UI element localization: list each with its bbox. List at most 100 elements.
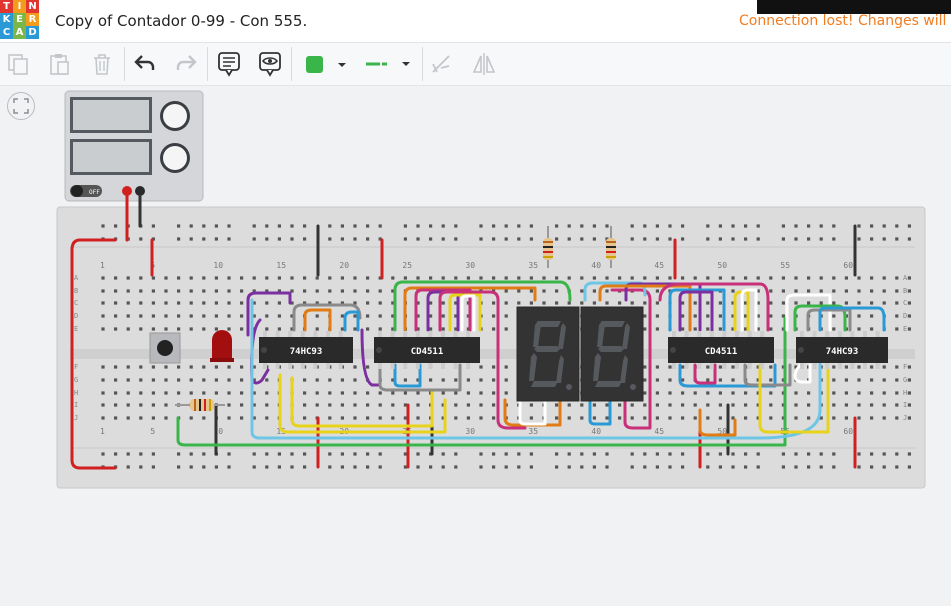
ic-chip[interactable]: 74HC93 xyxy=(259,331,353,369)
row-label: H xyxy=(74,389,78,397)
undo-button[interactable] xyxy=(132,49,158,79)
column-label: 60 xyxy=(843,427,853,436)
notes-button[interactable] xyxy=(216,49,242,79)
wire[interactable] xyxy=(693,363,717,385)
ic-label: CD4511 xyxy=(411,347,444,357)
wire[interactable] xyxy=(426,290,460,332)
column-label: 50 xyxy=(717,427,727,436)
wire[interactable] xyxy=(378,363,462,392)
redo-button[interactable] xyxy=(173,49,199,79)
column-label: 35 xyxy=(528,427,538,436)
wire[interactable] xyxy=(678,290,714,332)
wire-color-picker[interactable] xyxy=(300,49,352,79)
row-label: H xyxy=(903,389,907,397)
negative-terminal[interactable] xyxy=(135,186,145,196)
wire[interactable] xyxy=(438,290,527,430)
wire[interactable] xyxy=(668,288,726,332)
wire[interactable] xyxy=(70,238,117,470)
wire[interactable] xyxy=(176,316,787,447)
wire[interactable] xyxy=(658,282,770,332)
resistor[interactable] xyxy=(175,399,225,411)
ic-chip[interactable]: CD4511 xyxy=(668,331,774,369)
wire[interactable] xyxy=(414,288,472,332)
wire[interactable] xyxy=(303,308,332,332)
fit-view-button[interactable] xyxy=(7,92,35,120)
wire[interactable] xyxy=(290,376,434,428)
wire[interactable] xyxy=(503,398,562,427)
wire[interactable] xyxy=(806,308,852,332)
wire[interactable] xyxy=(393,280,572,332)
column-label: 30 xyxy=(465,261,475,270)
ic-chip[interactable]: 74HC93 xyxy=(796,331,888,369)
toolbar-separator xyxy=(291,47,292,81)
redo-icon xyxy=(176,55,197,70)
wires[interactable] xyxy=(70,194,886,470)
segment xyxy=(529,353,537,381)
wire[interactable] xyxy=(246,291,292,337)
row-label: G xyxy=(74,376,78,384)
wire[interactable] xyxy=(785,293,832,332)
ic-chip[interactable]: CD4511 xyxy=(374,331,480,369)
notes-visibility-button[interactable] xyxy=(257,49,283,79)
seven-segment-display[interactable] xyxy=(516,306,580,402)
toolbar xyxy=(0,43,951,86)
segment xyxy=(601,321,625,327)
led-red[interactable] xyxy=(210,330,234,362)
column-label: 45 xyxy=(654,261,664,270)
positive-terminal[interactable] xyxy=(122,186,132,196)
row-label: B xyxy=(74,287,78,295)
wire[interactable] xyxy=(460,294,476,332)
push-button[interactable] xyxy=(149,332,181,364)
column-label: 60 xyxy=(843,261,853,270)
flip-button[interactable] xyxy=(470,49,498,79)
segment xyxy=(533,321,541,347)
rotate-button[interactable] xyxy=(428,49,454,79)
tinkercad-logo[interactable]: T I N K E R C A D xyxy=(0,0,39,40)
wire-type-picker[interactable] xyxy=(362,49,420,79)
wire[interactable] xyxy=(733,290,750,332)
wire[interactable] xyxy=(743,363,792,387)
paste-button[interactable] xyxy=(47,49,73,79)
segment xyxy=(595,381,622,387)
row-label: J xyxy=(903,414,907,422)
row-label: F xyxy=(903,363,907,371)
column-label: 1 xyxy=(100,261,105,270)
delete-button[interactable] xyxy=(89,49,115,79)
row-label: F xyxy=(74,363,78,371)
power-supply[interactable]: OFF xyxy=(64,90,204,202)
wire[interactable] xyxy=(740,288,758,332)
wire[interactable] xyxy=(698,408,737,437)
column-label: 40 xyxy=(591,261,601,270)
wire[interactable] xyxy=(448,293,482,332)
switch-label: OFF xyxy=(89,189,100,196)
wire[interactable] xyxy=(793,363,812,384)
resistor[interactable] xyxy=(543,226,553,268)
row-label: C xyxy=(903,299,907,307)
wire[interactable] xyxy=(678,363,777,388)
toolbar-separator xyxy=(422,47,423,81)
seven-segment-display[interactable] xyxy=(580,306,644,402)
segment xyxy=(597,321,605,347)
wire[interactable] xyxy=(393,363,422,388)
copy-button[interactable] xyxy=(5,49,31,79)
wire[interactable] xyxy=(250,298,822,440)
wire[interactable] xyxy=(403,286,537,332)
column-label: 45 xyxy=(654,427,664,436)
wire[interactable] xyxy=(278,373,447,434)
wire[interactable] xyxy=(793,304,847,332)
mirror-icon xyxy=(432,55,450,73)
wire[interactable] xyxy=(758,363,830,434)
top-bar: T I N K E R C A D Copy of Contador 0-99 … xyxy=(0,0,951,43)
column-label: 15 xyxy=(276,261,286,270)
wire[interactable] xyxy=(598,284,692,332)
wire[interactable] xyxy=(518,398,547,426)
wire[interactable] xyxy=(588,398,612,426)
wire[interactable] xyxy=(360,328,382,387)
design-title[interactable]: Copy of Contador 0-99 - Con 555. xyxy=(55,12,308,30)
resistor[interactable] xyxy=(606,226,616,268)
wire[interactable] xyxy=(583,281,647,302)
wire[interactable] xyxy=(818,306,886,332)
wire[interactable] xyxy=(343,310,360,332)
